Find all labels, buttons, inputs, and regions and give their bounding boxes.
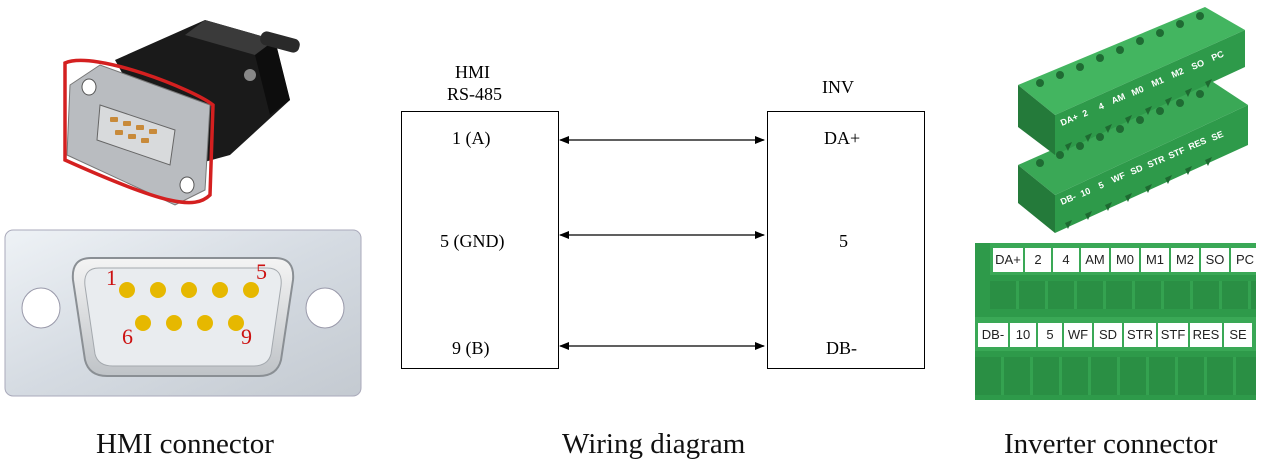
hmi-pin-1: 1 (A) [452,128,491,148]
pin-label-6: 6 [122,324,133,349]
lower-tier-front [1055,105,1248,233]
inv-title: INV [822,77,854,97]
tb3d-top-label-so: SO [1190,58,1206,72]
mounting-hole-right [305,287,345,329]
inv-pin-5: 5 [839,231,848,251]
db9-pinout-image [4,229,362,397]
hmi-pin-5: 5 (GND) [440,231,505,251]
inv-box [767,111,925,369]
dsub-pins [119,282,259,331]
terminal-label-m0: M0 [1111,248,1139,272]
terminal-label-m2: M2 [1171,248,1199,272]
caption-hmi-connector: HMI connector [96,428,274,460]
inv-pin-db: DB- [826,338,857,358]
tb3d-bot-label-10: 10 [1079,186,1092,199]
mounting-hole-left [21,287,61,329]
pin-label-5: 5 [256,259,267,284]
caption-wiring-diagram: Wiring diagram [562,428,746,460]
hmi-pin-9: 9 (B) [452,338,490,358]
tb3d-top-label-2: 2 [1081,108,1090,119]
tb3d-top-label-m2: M2 [1170,66,1185,80]
hmi-title-line1: HMI [455,62,490,82]
terminal-label-res: RES [1190,323,1222,347]
tb3d-top-label-m1: M1 [1150,75,1165,89]
terminal-block-3d-image: DA+ 2 4 AM M0 M1 M2 SO PC DB- 10 5 WF SD… [1018,7,1248,233]
terminal-label-sd: SD [1094,323,1122,347]
tb3d-top-label-pc: PC [1210,49,1226,63]
pin-label-1: 1 [106,265,117,290]
highlight-outline [63,58,215,205]
pin-label-9: 9 [241,324,252,349]
caption-inverter-connector: Inverter connector [1004,428,1218,460]
terminal-label-4: 4 [1053,248,1079,272]
tb3d-bot-label-se: SE [1210,129,1225,143]
terminal-label-wf: WF [1064,323,1092,347]
inv-pin-da: DA+ [824,128,861,148]
terminal-label-2: 2 [1025,248,1051,272]
wiring-arrows [559,136,765,350]
terminal-label-5: 5 [1038,323,1062,347]
hmi-box [401,111,559,369]
terminal-label-so: SO [1201,248,1229,272]
terminal-label-stf: STF [1158,323,1188,347]
terminal-label-db: DB- [978,323,1008,347]
terminal-label-str: STR [1124,323,1156,347]
tb3d-top-label-4: 4 [1097,101,1106,112]
terminal-label-pc: PC [1231,248,1259,272]
terminal-label-am: AM [1081,248,1109,272]
hmi-connector-3d-image [63,20,300,206]
terminal-label-m1: M1 [1141,248,1169,272]
terminal-label-da: DA+ [993,248,1023,272]
terminal-label-se: SE [1224,323,1252,347]
hmi-title-line2: RS-485 [447,84,503,104]
tb3d-bot-label-5: 5 [1097,180,1106,191]
connector-pins [110,117,157,143]
terminal-label-10: 10 [1010,323,1036,347]
upper-tier-front [1055,30,1245,155]
tb3d-top-label-m0: M0 [1130,84,1145,98]
tb3d-top-labels: DA+ 2 4 AM M0 M1 M2 SO PC [1059,49,1226,128]
tb3d-bot-label-sd: SD [1129,163,1145,177]
